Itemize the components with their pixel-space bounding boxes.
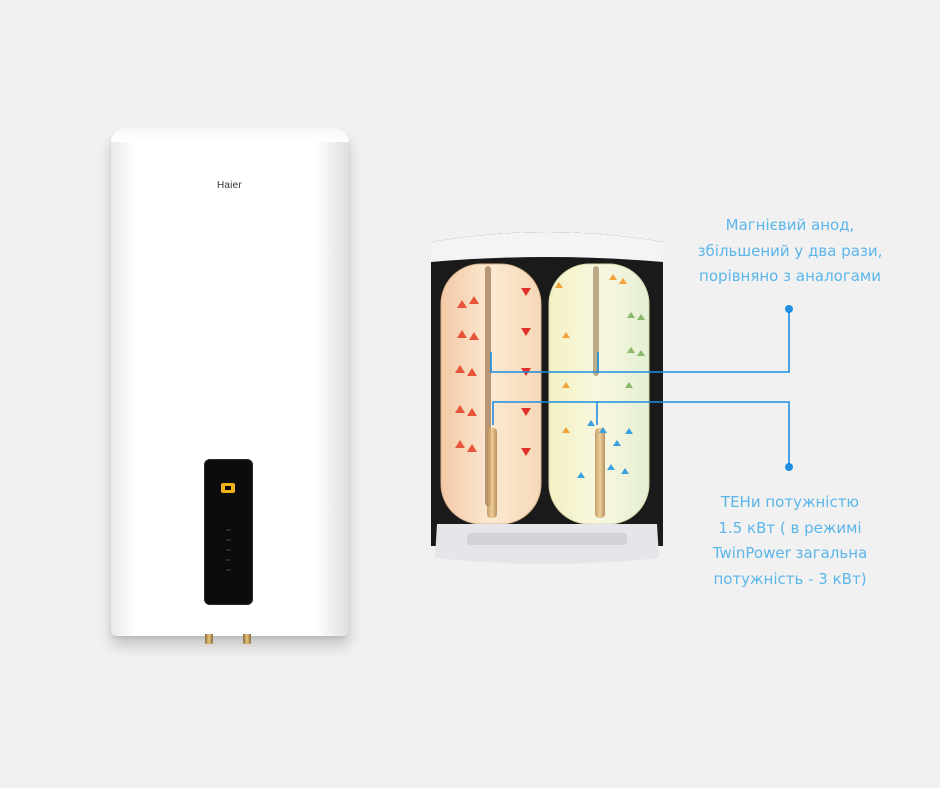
anode-connector-dot [785,305,793,313]
outlet-pipe [243,634,251,644]
heater-connector-dot [785,463,793,471]
indicator-light [226,559,231,561]
anode-callout-line: Магнієвий анод, [725,216,855,234]
heating-element-left [487,428,497,518]
base-grille [467,533,627,545]
indicator-light [226,539,231,541]
anode-callout: Магнієвий анод, збільшений у два рази, п… [675,213,905,290]
hot-flow-arrows [455,296,479,452]
heaters-callout-line: TwinPower загальна [712,544,868,562]
indicator-light [226,569,231,571]
anode-callout-line: порівняно з аналогами [699,267,881,285]
water-heater: Haier [111,128,349,636]
heating-elements-callout: ТЕНи потужністю 1.5 кВт ( в режимі TwinP… [680,490,900,592]
tank-cutaway-illustration [431,232,663,564]
indicator-light [226,549,231,551]
inlet-pipe [205,634,213,644]
heaters-callout-line: 1.5 кВт ( в режимі [718,518,862,537]
control-panel [204,459,253,605]
casing-top [431,232,663,262]
brand-logo: Haier [217,180,242,191]
heater-top-cap [111,128,349,142]
anode-rod-right [593,266,599,376]
indicator-light [226,529,231,531]
heaters-callout-line: потужність - 3 кВт) [713,569,867,588]
heating-element-right [595,428,605,518]
heaters-callout-line: ТЕНи потужністю [720,493,860,511]
anode-callout-line: збільшений у два рази, [697,241,883,260]
brand-emblem-icon [221,483,235,493]
